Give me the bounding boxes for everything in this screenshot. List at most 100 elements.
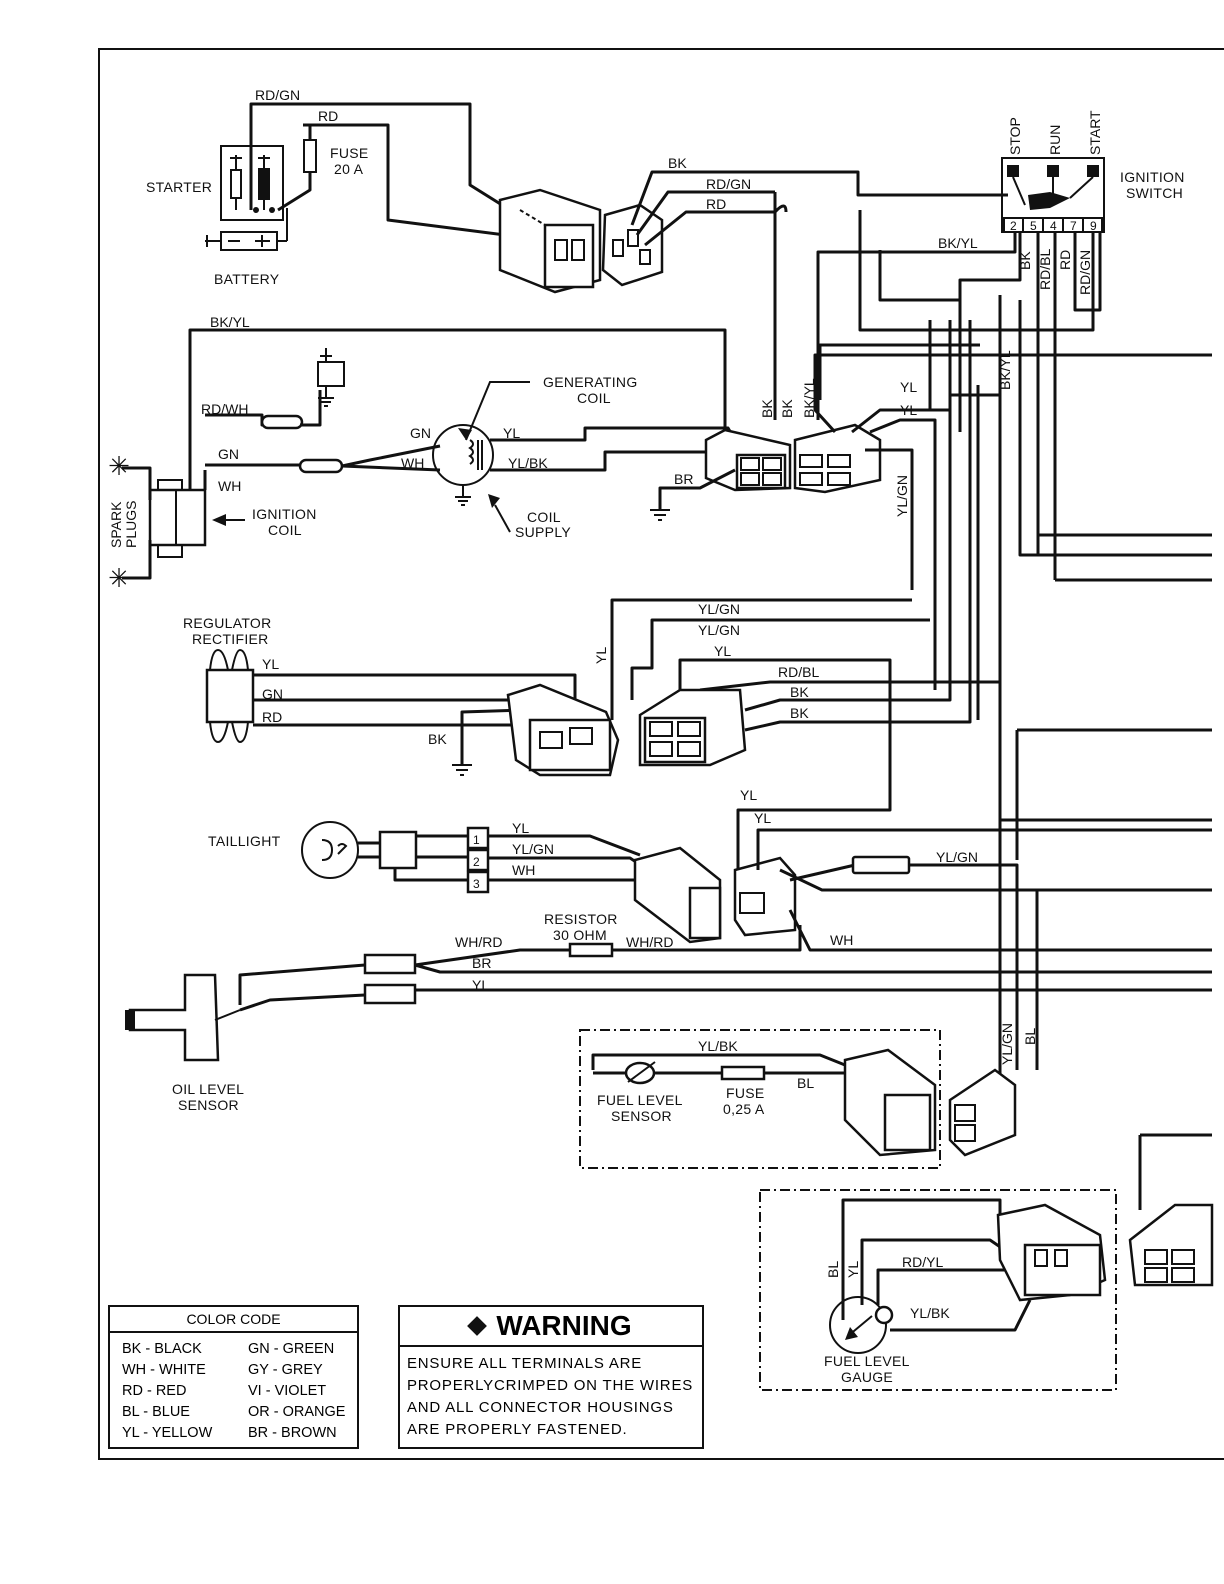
switch-position-label: START	[1087, 110, 1103, 155]
bullet-connector	[851, 855, 911, 875]
diamond-icon	[467, 1316, 488, 1336]
oil-sensor-connectors	[363, 953, 417, 1005]
component-label: RESISTOR	[544, 911, 618, 927]
component-label: BATTERY	[214, 271, 280, 287]
legend-entry: VI - VIOLET	[248, 1383, 327, 1399]
warning-line: ENSURE ALL TERMINALS ARE	[407, 1355, 643, 1372]
component-label: PLUGS	[123, 501, 139, 548]
wire-label: RD	[706, 196, 726, 212]
legend-entry: RD - RED	[122, 1383, 187, 1399]
wire-label: RD/GN	[255, 87, 300, 103]
wire-label: WH/RD	[626, 934, 673, 950]
wire-label: YL/BK	[508, 455, 548, 471]
legend-entry: BR - BROWN	[248, 1425, 337, 1441]
oil-level-sensor	[125, 973, 241, 1062]
legend-entry: GN - GREEN	[248, 1341, 335, 1357]
fuel-sensor-box	[579, 1029, 941, 1169]
wire-label: YL	[900, 379, 917, 395]
component-label: COIL	[268, 522, 302, 538]
warning-line: PROPERLYCRIMPED ON THE WIRES	[407, 1377, 694, 1394]
ignition-switch	[1001, 157, 1105, 233]
component-label: IGNITION	[1120, 169, 1185, 185]
wire-label: GN	[262, 686, 283, 702]
kill-switch-symbol	[317, 348, 345, 407]
wire-label: BK	[428, 731, 447, 747]
resistor-30ohm	[568, 942, 614, 958]
wire-label: WH	[512, 862, 535, 878]
wire-label: YL	[593, 647, 609, 664]
wire-label: YL	[845, 1261, 861, 1278]
warning-text: ENSURE ALL TERMINALS ARE PROPERLYCRIMPED…	[400, 1347, 702, 1441]
generating-coil	[432, 424, 494, 506]
wire-label: GN	[218, 446, 239, 462]
connector-coil-female	[793, 423, 882, 494]
wire-label: YL/BK	[698, 1038, 738, 1054]
wire-label: YL/GN	[894, 475, 910, 517]
spark-plug-icon: ✳	[108, 451, 130, 481]
fuel-level-gauge	[829, 1296, 894, 1354]
switch-terminal: 9	[1090, 219, 1097, 233]
warning-header: WARNING	[400, 1307, 702, 1347]
component-label: COIL	[577, 390, 611, 406]
wire-label: BK/YL	[801, 378, 817, 418]
component-label: GENERATING	[543, 374, 638, 390]
wire-label: BK/YL	[938, 235, 978, 251]
component-label: 0,25 A	[723, 1101, 765, 1117]
component-label: FUEL LEVEL	[597, 1092, 683, 1108]
fuse-20a	[303, 139, 317, 173]
spark-plug-icon: ✳	[108, 563, 130, 593]
wire-label: YL	[754, 810, 771, 826]
wire-label: BR	[674, 471, 693, 487]
component-label: STARTER	[146, 179, 212, 195]
wire-label: WH	[830, 932, 853, 948]
warning-title: WARNING	[496, 1310, 632, 1341]
wire-label: RD/BL	[1037, 249, 1053, 290]
component-label: OIL LEVEL	[172, 1081, 244, 1097]
component-label: GAUGE	[841, 1369, 893, 1385]
wire-label: WH	[218, 478, 241, 494]
wire-label: BL	[797, 1075, 814, 1091]
diagram-frame	[98, 48, 1224, 1460]
component-label: COIL	[527, 509, 561, 525]
component-label: RECTIFIER	[192, 631, 269, 647]
taillight-pin-block	[466, 826, 490, 894]
legend-entry: WH - WHITE	[122, 1362, 206, 1378]
wire-label: BL	[1022, 1028, 1038, 1045]
legend-entry: BK - BLACK	[122, 1341, 202, 1357]
connector-multi	[638, 688, 747, 767]
battery-symbol	[205, 208, 288, 251]
taillight-bulb	[301, 821, 418, 879]
wire-label: YL	[503, 425, 520, 441]
wire-label: WH/RD	[455, 934, 502, 950]
connector-main-male	[498, 188, 602, 294]
component-label: FUEL LEVEL	[824, 1353, 910, 1369]
warning-line: AND ALL CONNECTOR HOUSINGS	[407, 1399, 674, 1416]
wire-label: YL	[714, 643, 731, 659]
pin-number: 3	[473, 877, 480, 891]
switch-terminal: 2	[1010, 219, 1017, 233]
wire-label: YL/GN	[512, 841, 554, 857]
wire-label: BK	[790, 684, 809, 700]
wire-label: BK	[790, 705, 809, 721]
wire-label: YL	[472, 977, 489, 993]
warning-line: ARE PROPERLY FASTENED.	[407, 1421, 628, 1438]
connector-small	[733, 856, 797, 937]
wire-label: RD	[262, 709, 282, 725]
wire-labels: RD/GN RD FUSE 20 A STARTER BATTERY BK RD…	[108, 87, 1185, 1385]
component-label: FUSE	[726, 1085, 765, 1101]
wire-label: YL	[512, 820, 529, 836]
connector-fuel-right	[948, 1068, 1017, 1157]
component-label: IGNITION	[252, 506, 317, 522]
component-label: SUPPLY	[515, 524, 571, 540]
wire-label: BK	[668, 155, 687, 171]
switch-terminal: 4	[1050, 219, 1057, 233]
component-label: REGULATOR	[183, 615, 272, 631]
wire-label: BK	[759, 399, 775, 418]
wire-label: BK/YL	[997, 350, 1013, 390]
connector-edge	[1128, 1203, 1214, 1287]
wire-label: YL	[262, 656, 279, 672]
wire-label: BK/YL	[210, 314, 250, 330]
legend-entry: BL - BLUE	[122, 1404, 190, 1420]
wire-label: YL/BK	[910, 1305, 950, 1321]
